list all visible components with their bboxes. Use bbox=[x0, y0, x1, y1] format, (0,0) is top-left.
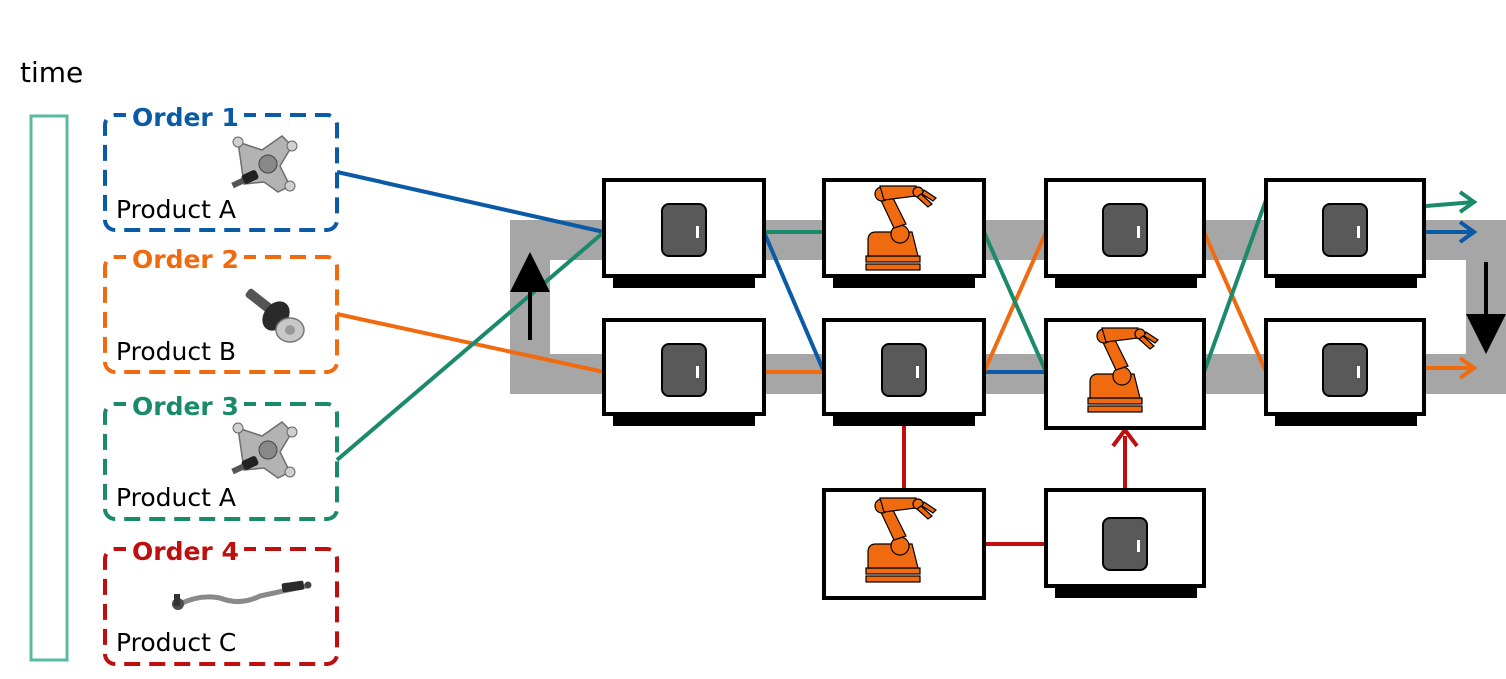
machine-icon bbox=[661, 343, 707, 397]
order-title: Order 4 bbox=[132, 537, 239, 566]
station-machine bbox=[1044, 488, 1206, 598]
route-order-2 bbox=[336, 231, 1268, 374]
machine-icon bbox=[661, 203, 707, 257]
ball-joint-icon bbox=[230, 421, 298, 479]
machine-icon bbox=[1322, 343, 1368, 397]
tie-rod-icon bbox=[172, 581, 312, 610]
timeline-bar bbox=[29, 114, 69, 662]
order-title: Order 3 bbox=[132, 392, 239, 421]
station-machine bbox=[1264, 318, 1426, 426]
exit-arrows bbox=[1425, 190, 1478, 380]
machine-icon bbox=[1102, 203, 1148, 257]
station-robot bbox=[1044, 318, 1206, 430]
route-order-1 bbox=[336, 170, 1046, 374]
station-machine bbox=[602, 178, 766, 288]
station-robot bbox=[822, 178, 986, 288]
machine-icon bbox=[881, 343, 927, 397]
station-robot bbox=[822, 488, 986, 600]
order-box-4: Order 4 Product C bbox=[103, 534, 339, 666]
order-box-3: Order 3 Product A bbox=[103, 389, 339, 521]
order-product: Product B bbox=[116, 337, 236, 366]
order-title: Order 2 bbox=[132, 245, 239, 274]
order-product: Product A bbox=[116, 195, 236, 224]
ball-joint-icon bbox=[230, 135, 298, 193]
order-title: Order 1 bbox=[132, 103, 239, 132]
order-product: Product C bbox=[116, 628, 236, 657]
station-machine bbox=[1044, 178, 1206, 288]
time-label: time bbox=[20, 56, 83, 89]
order-box-1: Order 1 Product A bbox=[103, 100, 339, 232]
machine-icon bbox=[1322, 203, 1368, 257]
order-box-2: Order 2 Product B bbox=[103, 242, 339, 374]
station-machine bbox=[602, 318, 766, 426]
order-product: Product A bbox=[116, 483, 236, 512]
route-order-3 bbox=[335, 199, 1268, 462]
station-machine bbox=[822, 318, 986, 426]
axial-joint-icon bbox=[243, 286, 305, 343]
station-machine bbox=[1264, 178, 1426, 288]
machine-icon bbox=[1102, 517, 1148, 571]
